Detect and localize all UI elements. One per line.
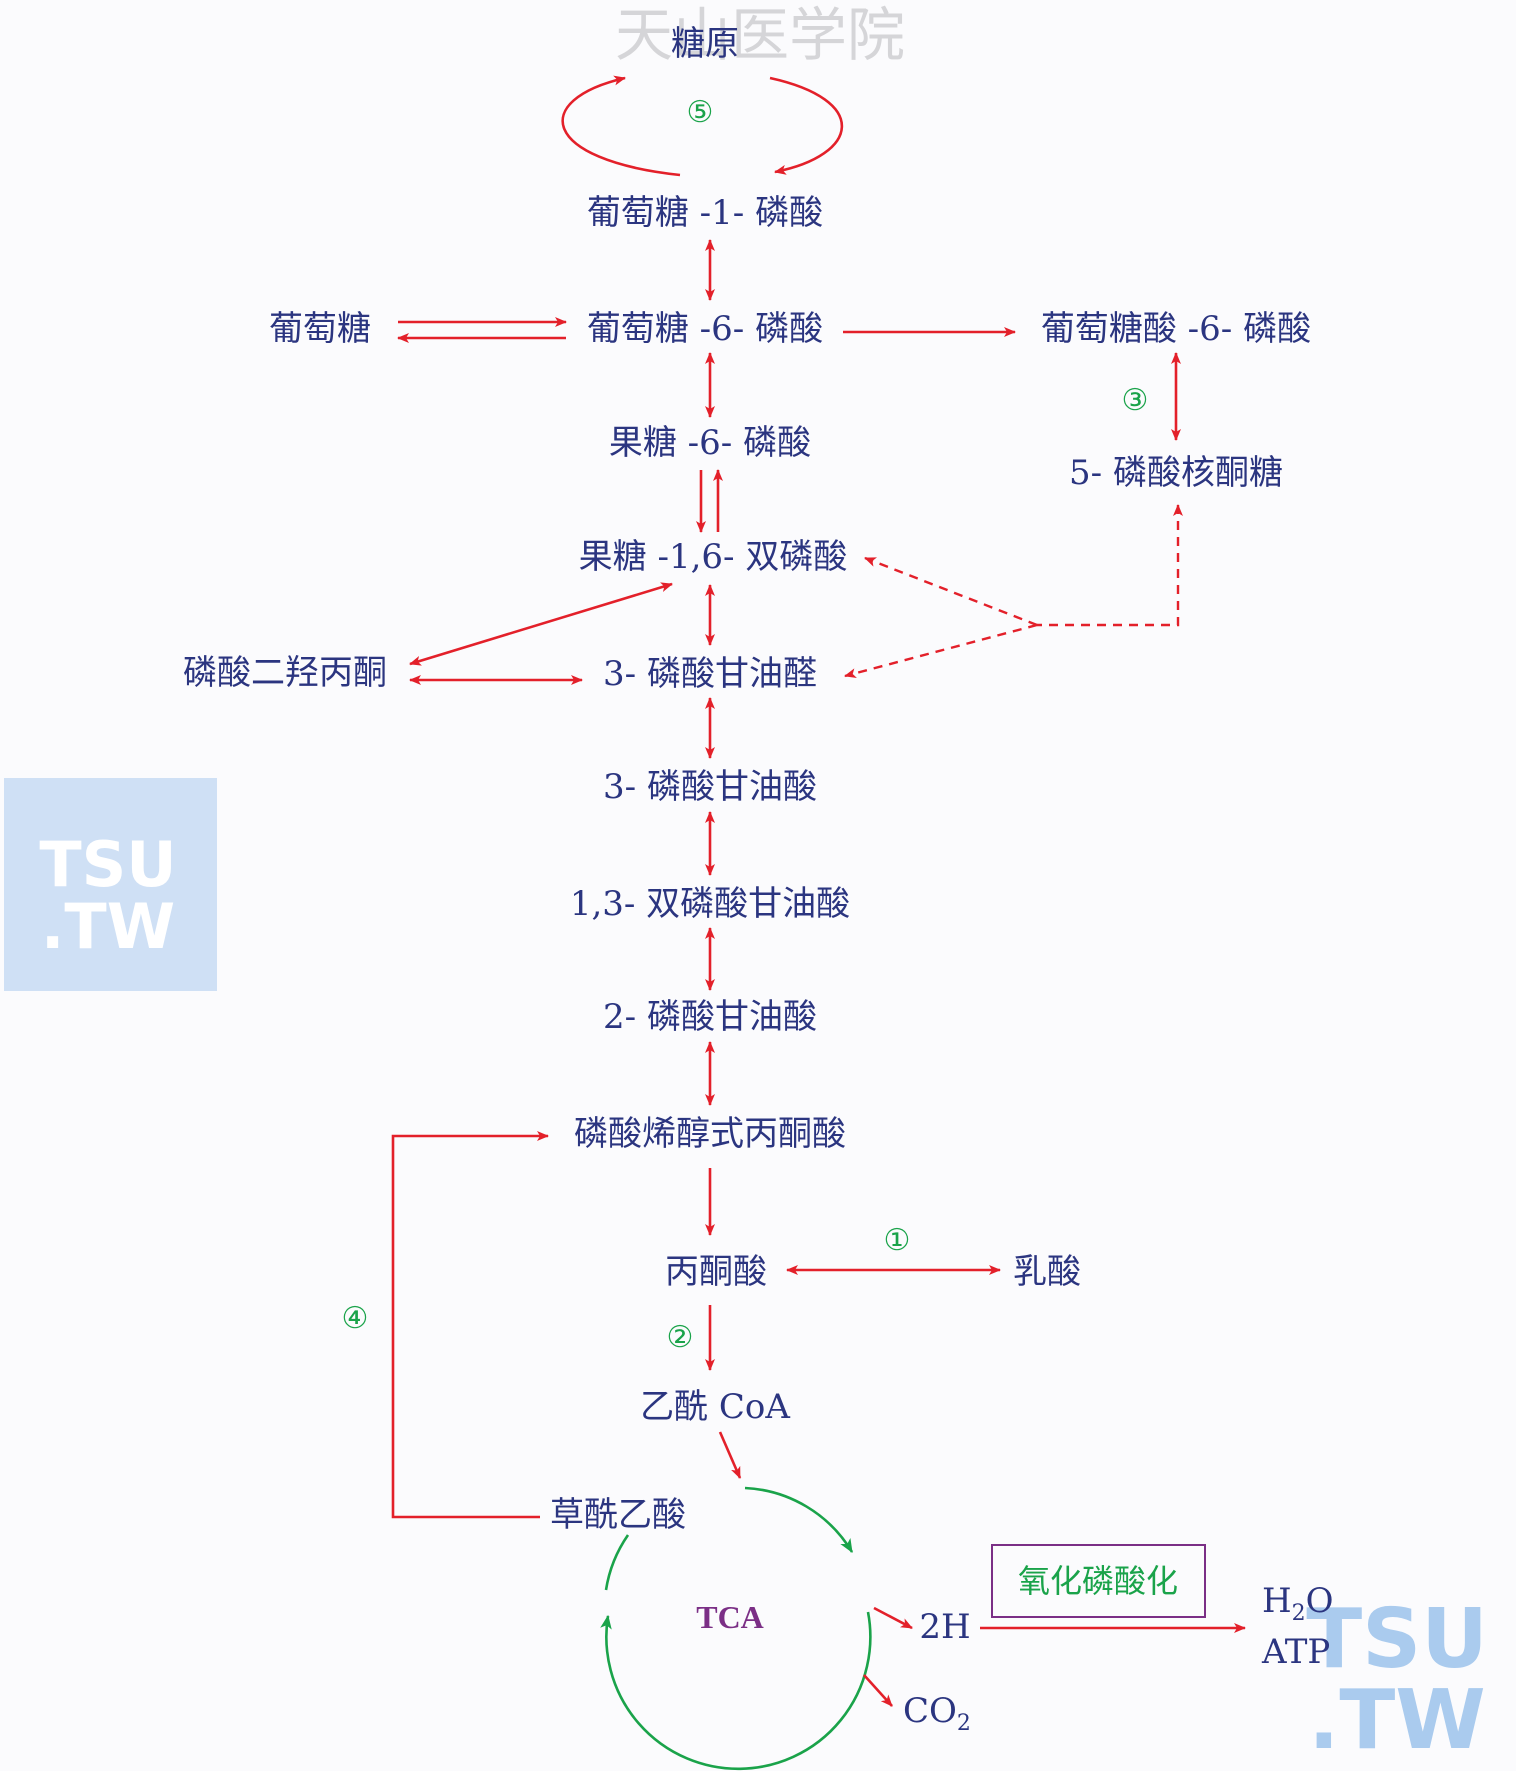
node-g6p: 葡萄糖 -6- 磷酸: [587, 309, 823, 349]
node-3pga: 3- 磷酸甘油酸: [603, 767, 817, 807]
node-gluconate6p: 葡萄糖酸 -6- 磷酸: [1041, 309, 1311, 349]
watermark-top: 天山医学院: [615, 1, 905, 69]
marker-2: ②: [667, 1321, 694, 1354]
node-co2-text: CO: [903, 1691, 957, 1731]
tca-arc-top: [744, 1486, 854, 1554]
node-2h: 2H: [919, 1607, 970, 1647]
marker-5: ⑤: [687, 96, 714, 129]
node-f6p: 果糖 -6- 磷酸: [609, 423, 811, 463]
arrow-acetylcoa-to-tca: [718, 1431, 742, 1479]
node-h2o: H2O: [1262, 1581, 1334, 1626]
arrow-g1p-to-glycogen: [561, 75, 681, 177]
arrow-tca-to-co2: [863, 1674, 893, 1707]
node-h2o-subscript: 2: [1292, 1601, 1306, 1626]
node-glucose: 葡萄糖: [269, 309, 371, 349]
node-tca: TCA: [696, 1599, 764, 1635]
dashed-arrow-to-ribulose5p: [1037, 504, 1183, 627]
tsu-logo-left-line1: TSU: [39, 828, 176, 901]
tca-arc-bottom: [600, 1611, 872, 1771]
node-pep: 磷酸烯醇式丙酮酸: [574, 1114, 846, 1154]
dashed-arrow-to-g3p: [844, 623, 1038, 679]
arrow-glycogen-to-g1p: [769, 76, 844, 175]
node-dhap: 磷酸二羟丙酮: [183, 653, 387, 693]
tsu-logo-left-line2: .TW: [41, 890, 175, 963]
node-pyruvate: 丙酮酸: [665, 1252, 767, 1292]
node-g1p: 葡萄糖 -1- 磷酸: [587, 193, 823, 233]
dashed-arrow-to-f16bp: [864, 556, 1038, 627]
arrow-oxaloacetate-to-pep: [391, 1131, 549, 1519]
arrow-tca-to-2h: [873, 1606, 913, 1630]
oxphos-box: [991, 1544, 1206, 1618]
node-g3p: 3- 磷酸甘油醛: [603, 654, 817, 694]
node-f16bp: 果糖 -1,6- 双磷酸: [579, 537, 848, 577]
node-co2-subscript: 2: [957, 1711, 971, 1736]
oxphos-label: 氧化磷酸化: [1018, 1562, 1178, 1600]
node-atp: ATP: [1261, 1632, 1330, 1672]
tsu-logo-right-line2: .TW: [1308, 1673, 1486, 1768]
node-co2: CO2: [903, 1691, 971, 1736]
marker-4: ④: [342, 1302, 369, 1335]
arrow-dhap-f16bp: [409, 582, 673, 666]
node-2pga: 2- 磷酸甘油酸: [603, 997, 817, 1037]
node-oxaloacetate: 草酰乙酸: [550, 1495, 686, 1535]
marker-3: ③: [1122, 384, 1149, 417]
node-glycogen: 糖原: [671, 24, 739, 64]
tsu-logo-right-line1: TSU: [1306, 1592, 1488, 1687]
tsu-logo-left: TSU .TW: [4, 778, 217, 991]
node-acetylcoa: 乙酰 CoA: [640, 1387, 790, 1427]
node-h2o-end: O: [1306, 1581, 1334, 1621]
node-ribulose5p: 5- 磷酸核酮糖: [1069, 453, 1283, 493]
marker-1: ①: [884, 1224, 911, 1257]
tca-arc-left: [604, 1534, 630, 1591]
tsu-logo-right: TSU .TW: [1306, 1592, 1488, 1768]
node-h2o-text: H: [1262, 1581, 1292, 1621]
node-lactate: 乳酸: [1013, 1252, 1081, 1292]
node-13bpg: 1,3- 双磷酸甘油酸: [570, 884, 850, 924]
